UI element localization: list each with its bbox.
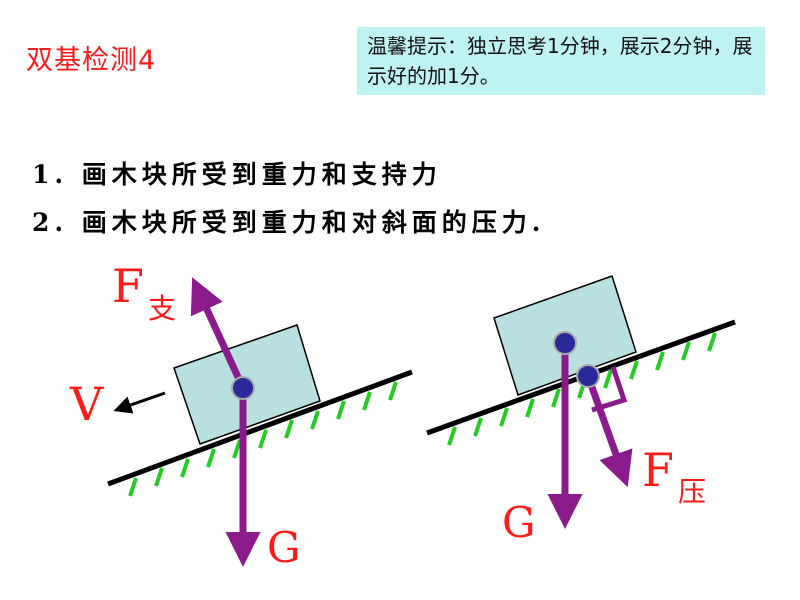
right-diagram: G F 压 [426,275,736,547]
velocity-label: V [69,377,104,431]
right-contact-dot [576,364,600,388]
left-hatch [128,381,398,497]
pressure-force-subscript: 压 [678,475,706,508]
velocity-arrow [113,391,166,414]
support-force-arrow [190,277,247,390]
task-1: 1. 画木块所受到重力和支持力 [32,160,442,189]
left-diagram: F 支 V G [69,259,413,572]
pressure-force-label: F [642,443,674,497]
right-hatch [447,332,717,446]
left-incline [107,369,413,487]
pressure-force-arrow [584,374,633,488]
left-gravity-label: G [267,523,301,572]
right-center-dot [553,331,577,355]
page-title: 双基检测4 [26,45,157,76]
left-center-dot [231,376,255,400]
support-force-label: F [112,259,144,313]
task-2: 2. 画木块所受到重力和对斜面的压力. [32,208,546,237]
right-gravity-label: G [502,498,536,547]
support-force-subscript: 支 [148,292,176,325]
tip-box: 温馨提示：独立思考1分钟，展示2分钟，展示好的加1分。 [357,27,765,95]
tip-text: 温馨提示：独立思考1分钟，展示2分钟，展示好的加1分。 [367,34,753,88]
